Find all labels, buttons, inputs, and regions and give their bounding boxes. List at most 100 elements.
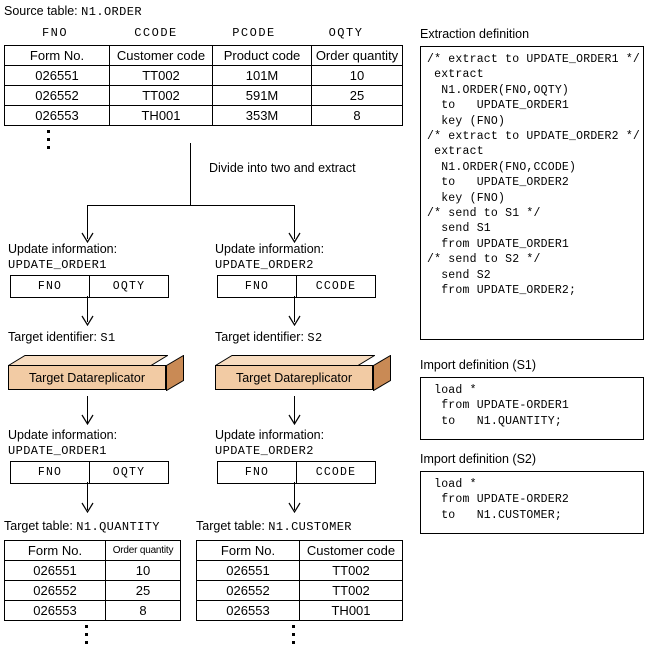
update-info-label-2: Update information: <box>215 242 325 256</box>
column-code-ccode: CCODE <box>134 26 178 40</box>
update-info-name-1: UPDATE_ORDER1 <box>8 258 107 272</box>
arrow-down-icon <box>81 232 94 243</box>
cell: TT002 <box>109 85 213 106</box>
column-header: Product code <box>212 45 312 66</box>
cell: 026551 <box>4 65 110 86</box>
record-field: FNO <box>217 461 297 484</box>
divide-right-drop <box>294 205 295 239</box>
connector-line <box>87 482 88 510</box>
column-header: Customer code <box>299 540 403 561</box>
table-row: 026553 TH001 353M 8 <box>4 105 403 126</box>
record-row: FNO CCODE <box>217 275 376 298</box>
connector-line <box>87 296 88 322</box>
column-header: Customer code <box>109 45 213 66</box>
connector-line <box>294 396 295 424</box>
target-table-1: Form No. Order quantity 026551 10 026552… <box>4 540 181 621</box>
cell: 8 <box>105 600 181 621</box>
target-table-name: N1.CUSTOMER <box>268 520 352 534</box>
column-code-pcode: PCODE <box>232 26 276 40</box>
target-identifier-value: S2 <box>307 331 323 345</box>
target-table-name: N1.QUANTITY <box>76 520 160 534</box>
target-table-1-ellipsis <box>85 625 88 649</box>
record-row: FNO OQTY <box>10 275 169 298</box>
table-row: 026553 8 <box>4 600 181 621</box>
divide-left-drop <box>87 205 88 239</box>
divide-label: Divide into two and extract <box>209 161 356 175</box>
source-table-ellipsis <box>47 130 50 154</box>
target-identifier-prefix: Target identifier: <box>215 330 304 344</box>
connector-line <box>87 396 88 424</box>
update-info-label-1b: Update information: <box>8 428 118 442</box>
cell: 25 <box>105 580 181 601</box>
cell: 026552 <box>4 580 106 601</box>
cell: 026553 <box>4 600 106 621</box>
cell: 026552 <box>4 85 110 106</box>
record-field: CCODE <box>296 275 376 298</box>
cell: 026553 <box>196 600 300 621</box>
table-header-row: Form No. Customer code Product code Orde… <box>4 45 403 66</box>
arrow-down-icon <box>81 414 94 425</box>
target-identifier-prefix: Target identifier: <box>8 330 97 344</box>
column-header: Form No. <box>196 540 300 561</box>
record-field: FNO <box>10 275 90 298</box>
column-header: Order quantity <box>311 45 403 66</box>
record-row: FNO CCODE <box>217 461 376 484</box>
record-field: FNO <box>10 461 90 484</box>
cell: TH001 <box>299 600 403 621</box>
cell: 026551 <box>196 560 300 581</box>
column-code-oqty: OQTY <box>328 26 364 40</box>
arrow-down-icon <box>288 315 301 326</box>
target-table-label-2: Target table: N1.CUSTOMER <box>196 519 352 535</box>
target-identifier-label-2: Target identifier: S2 <box>215 330 323 346</box>
target-identifier-value: S1 <box>100 331 116 345</box>
cell: TH001 <box>109 105 213 126</box>
table-row: 026551 10 <box>4 560 181 581</box>
record-box-1: FNO OQTY <box>10 275 169 298</box>
arrow-down-icon <box>288 414 301 425</box>
cell: TT002 <box>109 65 213 86</box>
target-datareplicator-2[interactable]: Target Datareplicator <box>215 355 391 391</box>
target-table-prefix: Target table: <box>196 519 265 533</box>
target-datareplicator-label: Target Datareplicator <box>215 365 373 390</box>
table-row: 026552 TT002 591M 25 <box>4 85 403 106</box>
target-table-2: Form No. Customer code 026551 TT002 0265… <box>196 540 403 621</box>
table-row: 026551 TT002 101M 10 <box>4 65 403 86</box>
import-definition-s2-title: Import definition (S2) <box>420 452 537 466</box>
cell: 101M <box>212 65 312 86</box>
divide-stem-line <box>190 143 191 206</box>
import-definition-s1-title: Import definition (S1) <box>420 358 537 372</box>
record-field: CCODE <box>296 461 376 484</box>
extraction-definition-code: /* extract to UPDATE_ORDER1 */ extract N… <box>420 46 644 340</box>
source-table: Form No. Customer code Product code Orde… <box>4 45 403 126</box>
cell: TT002 <box>299 580 403 601</box>
cell: 026552 <box>196 580 300 601</box>
record-box-1b: FNO OQTY <box>10 461 169 484</box>
table-row: 026552 25 <box>4 580 181 601</box>
table-row: 026553 TH001 <box>196 600 403 621</box>
update-info-name-2b: UPDATE_ORDER2 <box>215 444 314 458</box>
table-row: 026552 TT002 <box>196 580 403 601</box>
cell: 353M <box>212 105 312 126</box>
target-datareplicator-1[interactable]: Target Datareplicator <box>8 355 184 391</box>
target-table-prefix: Target table: <box>4 519 73 533</box>
source-table-label: Source table: N1.ORDER <box>4 4 142 20</box>
box-side-face <box>373 355 391 391</box>
record-field: OQTY <box>89 275 169 298</box>
record-box-2b: FNO CCODE <box>217 461 376 484</box>
record-row: FNO OQTY <box>10 461 169 484</box>
cell: 25 <box>311 85 403 106</box>
table-header-row: Form No. Customer code <box>196 540 403 561</box>
cell: 8 <box>311 105 403 126</box>
cell: 591M <box>212 85 312 106</box>
column-header: Order quantity <box>105 540 181 561</box>
source-table-name: N1.ORDER <box>81 5 142 19</box>
cell: 10 <box>105 560 181 581</box>
extraction-definition-title: Extraction definition <box>420 27 530 41</box>
arrow-down-icon <box>288 232 301 243</box>
source-column-codes: FNO CCODE PCODE OQTY <box>4 26 390 40</box>
update-info-label-2b: Update information: <box>215 428 325 442</box>
arrow-down-icon <box>81 315 94 326</box>
cell: 10 <box>311 65 403 86</box>
update-info-name-2: UPDATE_ORDER2 <box>215 258 314 272</box>
record-field: OQTY <box>89 461 169 484</box>
